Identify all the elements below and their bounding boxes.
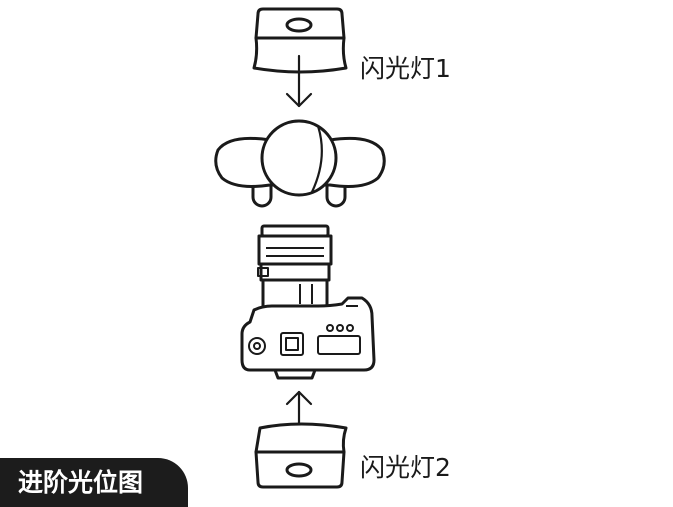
arrow-flash-1-to-subject (285, 54, 313, 108)
flash-2-softbox (254, 422, 348, 489)
title-badge: 进阶光位图 (0, 458, 188, 507)
flash-2-label: 闪光灯2 (360, 453, 451, 482)
subject-top-view (214, 119, 386, 208)
camera-top-view (240, 224, 376, 380)
flash-1-label: 闪光灯1 (360, 54, 451, 83)
diagram-title: 进阶光位图 (18, 468, 144, 497)
flash-1-softbox (252, 7, 348, 74)
